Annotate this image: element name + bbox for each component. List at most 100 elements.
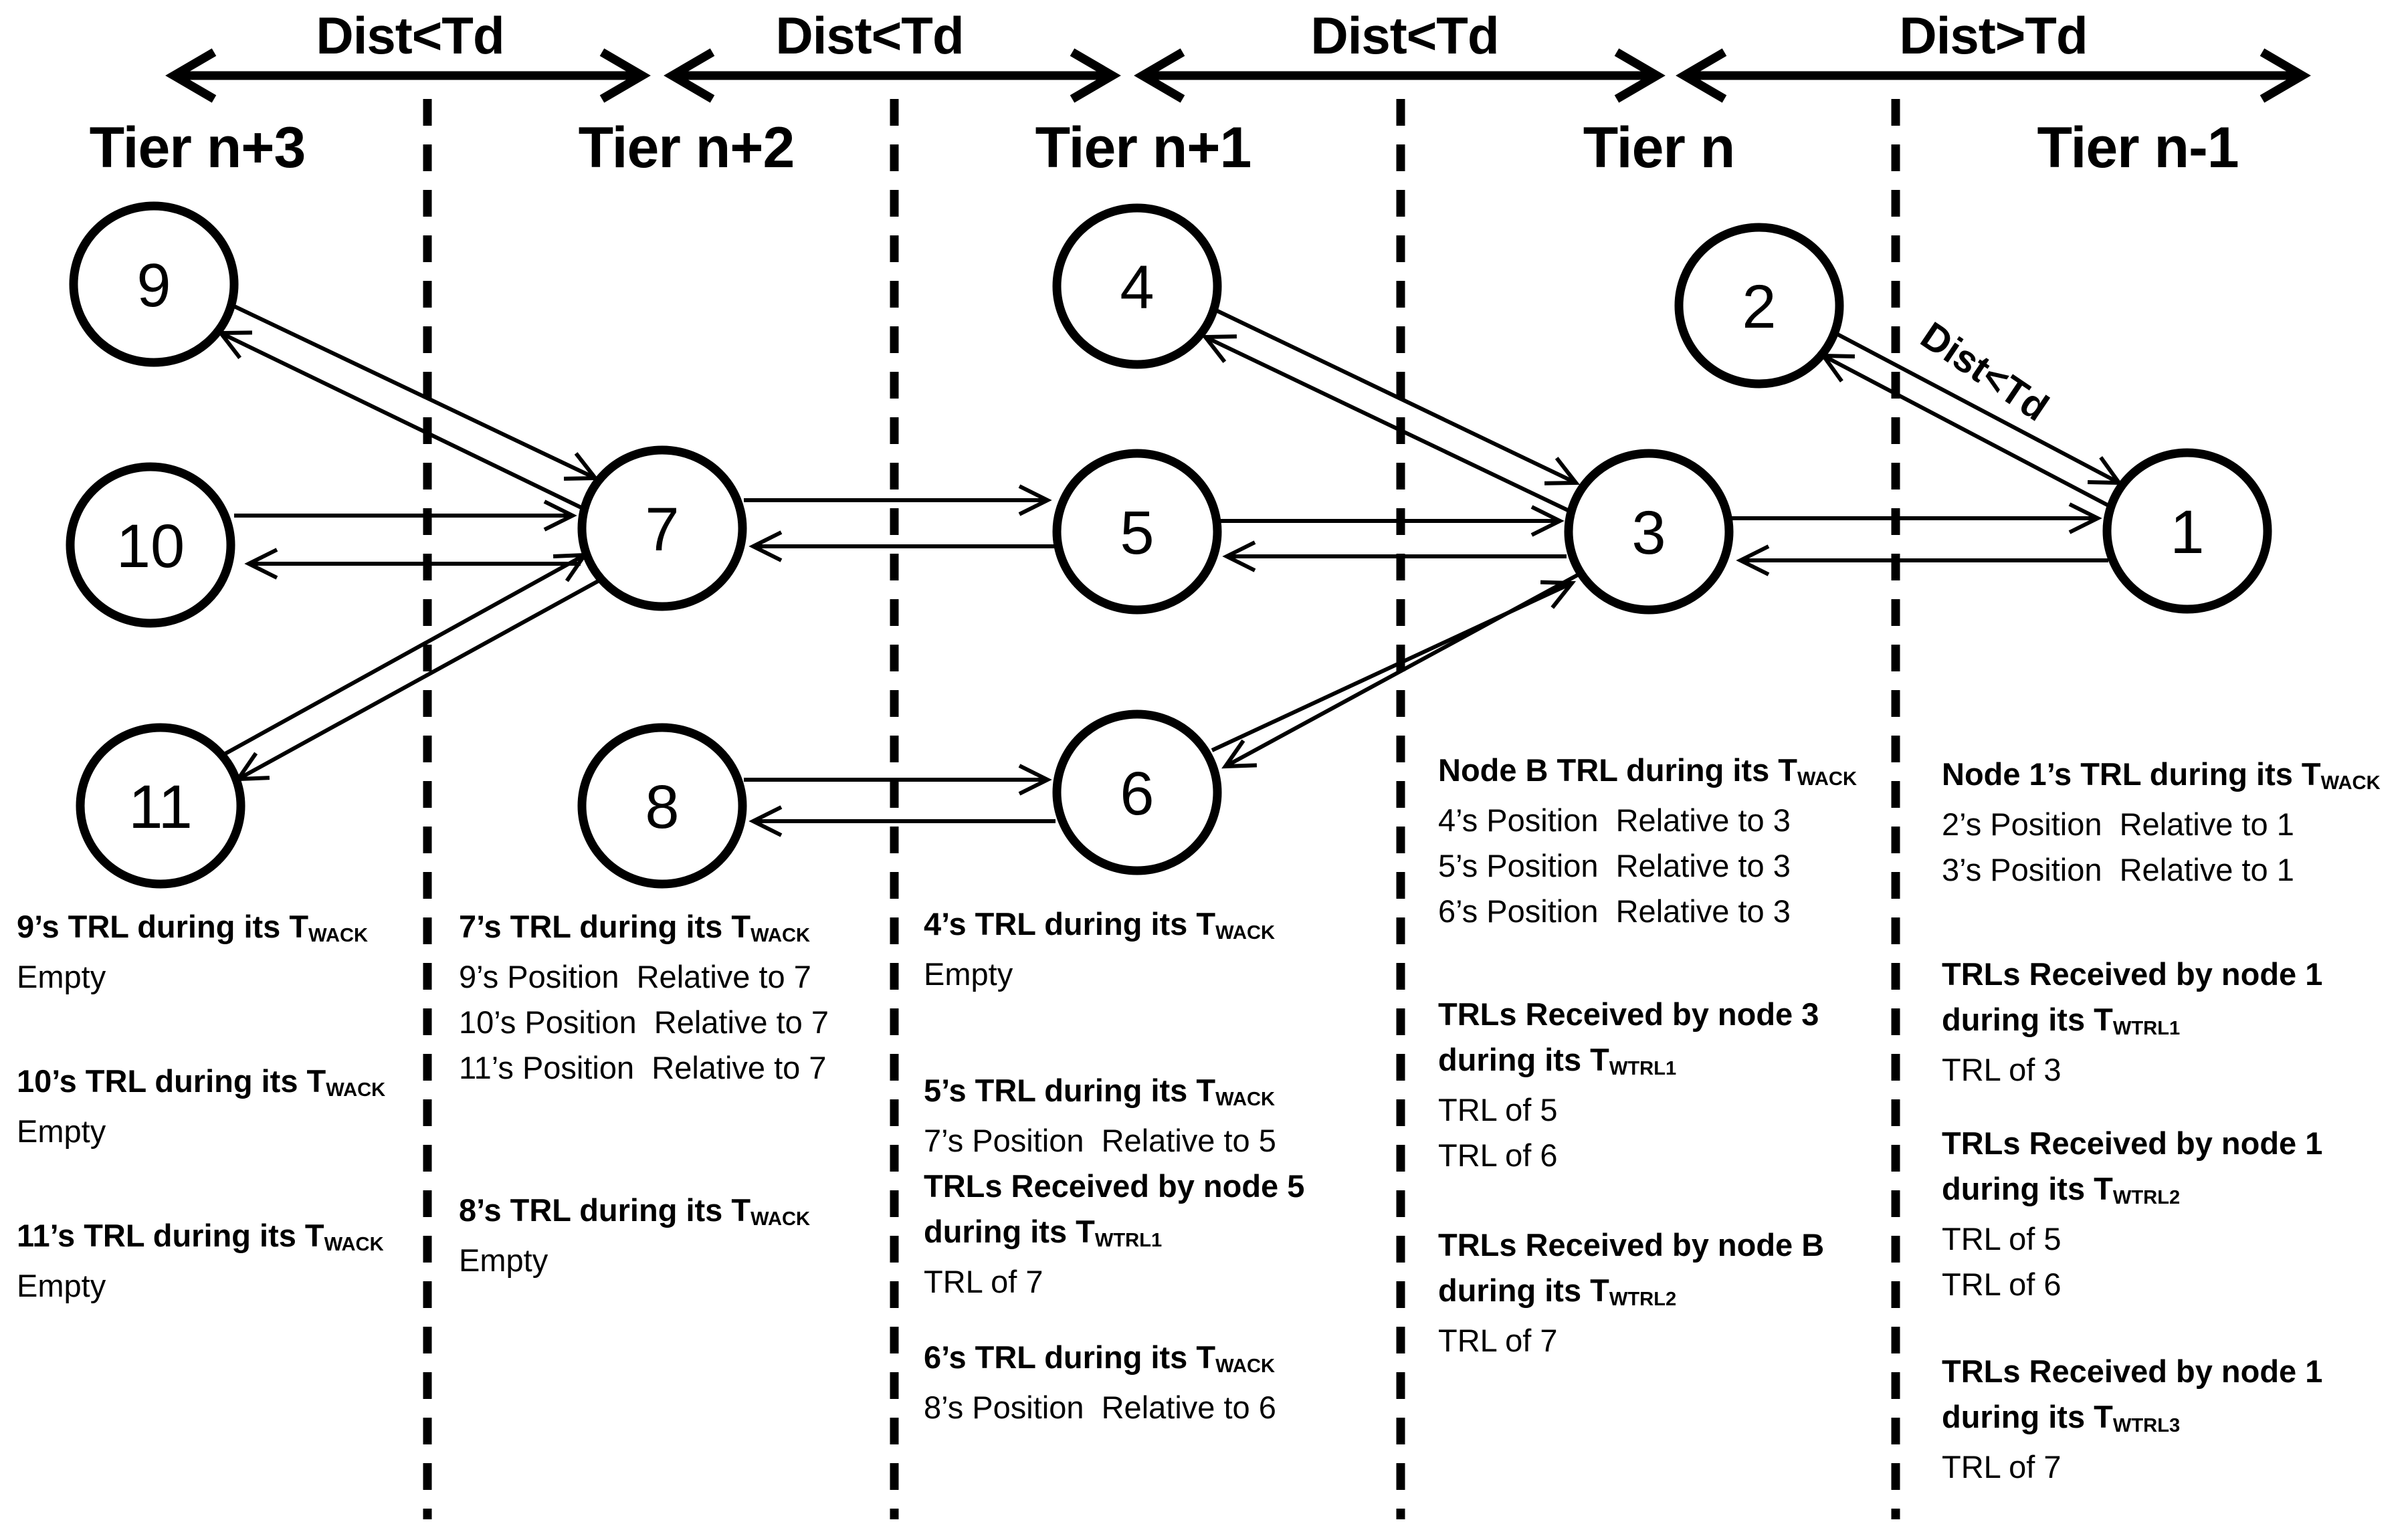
trl-block-item: TRL of 5 (1438, 1092, 1558, 1127)
trl-block-header: TRLs Received by node 1 (1942, 956, 2323, 992)
trl-block-header: during its TWTRL2 (1942, 1171, 2181, 1209)
node-10 (66, 462, 235, 628)
trl-block: 11’s TRL during its TWACK Empty (17, 1213, 385, 1309)
trl-block-header: during its TWTRL3 (1942, 1399, 2181, 1437)
trl-block-header: during its TWTRL2 (1438, 1273, 1677, 1311)
trl-block: 9’s TRL during its TWACK Empty (17, 904, 385, 1000)
trl-block-item: TRL of 7 (924, 1264, 1043, 1299)
edge-3-to-6 (1221, 572, 1581, 769)
trl-block-item: Empty (17, 959, 106, 994)
node-label-11: 11 (128, 773, 193, 841)
node-8 (577, 723, 747, 889)
edge-4-to-3 (1215, 308, 1581, 485)
trl-block-item: TRL of 6 (1438, 1137, 1558, 1173)
annotations-tier-n: Node B TRL during its TWACK 4’s Position… (1438, 748, 1857, 1405)
trl-block: 5’s TRL during its TWACK 7’s Position Re… (924, 1068, 1304, 1164)
trl-block-header: during its TWTRL1 (924, 1214, 1163, 1252)
node-label-4: 4 (1120, 253, 1154, 322)
trl-block: 8’s TRL during its TWACK Empty (459, 1188, 829, 1283)
dist-label-4: Dist>Td (1899, 6, 2088, 65)
trl-block-item: Empty (459, 1242, 548, 1278)
node-4 (1052, 203, 1222, 369)
node-5 (1052, 449, 1222, 615)
trl-block-header: 8’s TRL during its TWACK (459, 1192, 811, 1230)
node-9 (69, 201, 239, 367)
edge-9-to-7 (230, 303, 600, 481)
edge-7-to-9 (216, 330, 587, 512)
edge-11-to-7 (223, 552, 589, 756)
trl-block-header: Node B TRL during its TWACK (1438, 752, 1857, 790)
trl-block-header: TRLs Received by node 1 (1942, 1125, 2323, 1161)
trl-block-header: 9’s TRL during its TWACK (17, 909, 369, 947)
edge-7-to-11 (234, 578, 601, 782)
trl-block-item: 6’s Position Relative to 3 (1438, 893, 1791, 929)
node-label-1: 1 (2170, 498, 2204, 566)
trl-block: TRLs Received by node 3 during its TWTRL… (1438, 992, 1857, 1178)
trl-block: TRLs Received by node B during its TWTRL… (1438, 1222, 1857, 1364)
annotations-tier-n3: 9’s TRL during its TWACK Empty 10’s TRL … (17, 904, 385, 1350)
trl-block: 6’s TRL during its TWACK 8’s Position Re… (924, 1335, 1304, 1430)
trl-block: TRLs Received by node 1 during its TWTRL… (1942, 1121, 2381, 1307)
node-1 (2102, 448, 2272, 614)
node-label-6: 6 (1120, 760, 1154, 828)
trl-block-header: during its TWTRL1 (1942, 1002, 2181, 1040)
dist-label-2: Dist<Td (775, 6, 964, 65)
trl-block-item: TRL of 6 (1942, 1267, 2062, 1302)
trl-block-header: 11’s TRL during its TWACK (17, 1218, 384, 1256)
annotations-tier-n2: 7’s TRL during its TWACK 9’s Position Re… (459, 904, 829, 1325)
node-label-5: 5 (1120, 499, 1154, 567)
trl-block-item: 7’s Position Relative to 5 (924, 1123, 1276, 1158)
node-label-7: 7 (645, 496, 679, 564)
edge-3-to-4 (1201, 334, 1571, 513)
trl-block-item: TRL of 5 (1942, 1221, 2062, 1257)
tier-label-n: Tier n (1583, 116, 1736, 180)
edge-2-to-1 (1829, 328, 2123, 485)
tier-boundary-lines (423, 99, 1900, 1519)
trl-block: TRLs Received by node 1 during its TWTRL… (1942, 1349, 2381, 1490)
node-label-9: 9 (136, 251, 171, 320)
trl-block-item: 5’s Position Relative to 3 (1438, 848, 1791, 883)
tier-label-n1p: Tier n+1 (1035, 116, 1252, 180)
trl-block-item: Empty (924, 956, 1013, 992)
annotations-tier-n1plus: 4’s TRL during its TWACK Empty 5’s TRL d… (924, 901, 1304, 1472)
node-3 (1564, 449, 1734, 615)
trl-block-item: Empty (17, 1113, 106, 1149)
trl-block-item: Empty (17, 1268, 106, 1303)
trl-block-item: TRL of 7 (1942, 1449, 2062, 1485)
trl-block-item: 9’s Position Relative to 7 (459, 959, 811, 994)
trl-block-header: during its TWTRL1 (1438, 1042, 1677, 1080)
edge-1-to-2 (1819, 353, 2112, 509)
trl-block-item: 2’s Position Relative to 1 (1942, 806, 2294, 842)
node-7 (577, 445, 747, 611)
trl-block: Node 1’s TRL during its TWACK 2’s Positi… (1942, 752, 2381, 893)
node-label-3: 3 (1631, 499, 1666, 567)
trl-block-item: 11’s Position Relative to 7 (459, 1050, 827, 1085)
dist-label-3: Dist<Td (1310, 6, 1499, 65)
trl-block-header: TRLs Received by node 5 (924, 1168, 1305, 1204)
annotations-tier-n1minus: Node 1’s TRL during its TWACK 2’s Positi… (1942, 752, 2381, 1526)
node-11 (76, 723, 245, 889)
tier-label-n3: Tier n+3 (89, 116, 306, 180)
trl-block-item: TRL of 3 (1942, 1052, 2062, 1087)
trl-block-header: Node 1’s TRL during its TWACK (1942, 756, 2381, 794)
trl-block-item: 8’s Position Relative to 6 (924, 1390, 1276, 1425)
trl-block: Node B TRL during its TWACK 4’s Position… (1438, 748, 1857, 934)
trl-block-header: TRLs Received by node 3 (1438, 996, 1819, 1032)
trl-block-header: 4’s TRL during its TWACK (924, 906, 1276, 944)
dist-label-1: Dist<Td (316, 6, 504, 65)
node-label-2: 2 (1742, 273, 1776, 341)
node-2 (1674, 223, 1844, 389)
trl-block: 10’s TRL during its TWACK Empty (17, 1059, 385, 1154)
node-labels: 9 10 11 7 8 4 5 6 3 2 1 (116, 251, 2205, 841)
trl-block: 4’s TRL during its TWACK Empty (924, 901, 1304, 997)
trl-block: TRLs Received by node 1 during its TWTRL… (1942, 952, 2381, 1093)
trl-block-item: 3’s Position Relative to 1 (1942, 852, 2294, 887)
tier-label-n1m: Tier n-1 (2037, 116, 2239, 180)
trl-block-item: 4’s Position Relative to 3 (1438, 802, 1791, 838)
trl-block-item: 10’s Position Relative to 7 (459, 1004, 829, 1040)
node-label-10: 10 (116, 512, 185, 580)
trl-block: TRLs Received by node 5 during its TWTRL… (924, 1164, 1304, 1305)
trl-block: 7’s TRL during its TWACK 9’s Position Re… (459, 904, 829, 1091)
trl-block-header: 5’s TRL during its TWACK (924, 1073, 1276, 1111)
